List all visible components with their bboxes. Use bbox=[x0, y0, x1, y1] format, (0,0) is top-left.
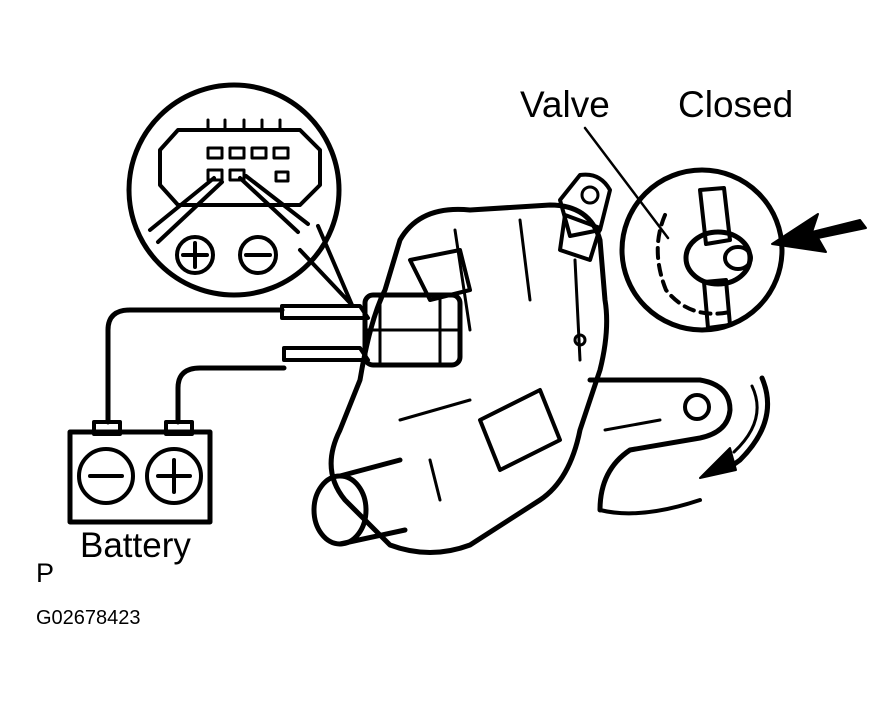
view-letter: P bbox=[36, 558, 55, 588]
figure-code: G02678423 bbox=[36, 607, 141, 629]
battery-label: Battery bbox=[80, 526, 191, 565]
valve-label: Valve bbox=[520, 84, 610, 125]
negative-terminal-icon bbox=[238, 235, 278, 275]
valve-actuator-body bbox=[311, 172, 733, 555]
curved-arrow-icon bbox=[699, 375, 771, 479]
test-leads bbox=[105, 304, 370, 425]
battery-negative-icon bbox=[77, 447, 135, 505]
connector-callout bbox=[126, 82, 354, 307]
closed-label: Closed bbox=[678, 84, 794, 125]
positive-terminal-icon bbox=[175, 235, 215, 275]
arrow-left-icon bbox=[771, 213, 867, 253]
connector-pins bbox=[206, 146, 290, 183]
battery-illustration bbox=[67, 420, 213, 525]
battery-positive-icon bbox=[145, 447, 203, 505]
valve-closed-view bbox=[583, 126, 867, 333]
